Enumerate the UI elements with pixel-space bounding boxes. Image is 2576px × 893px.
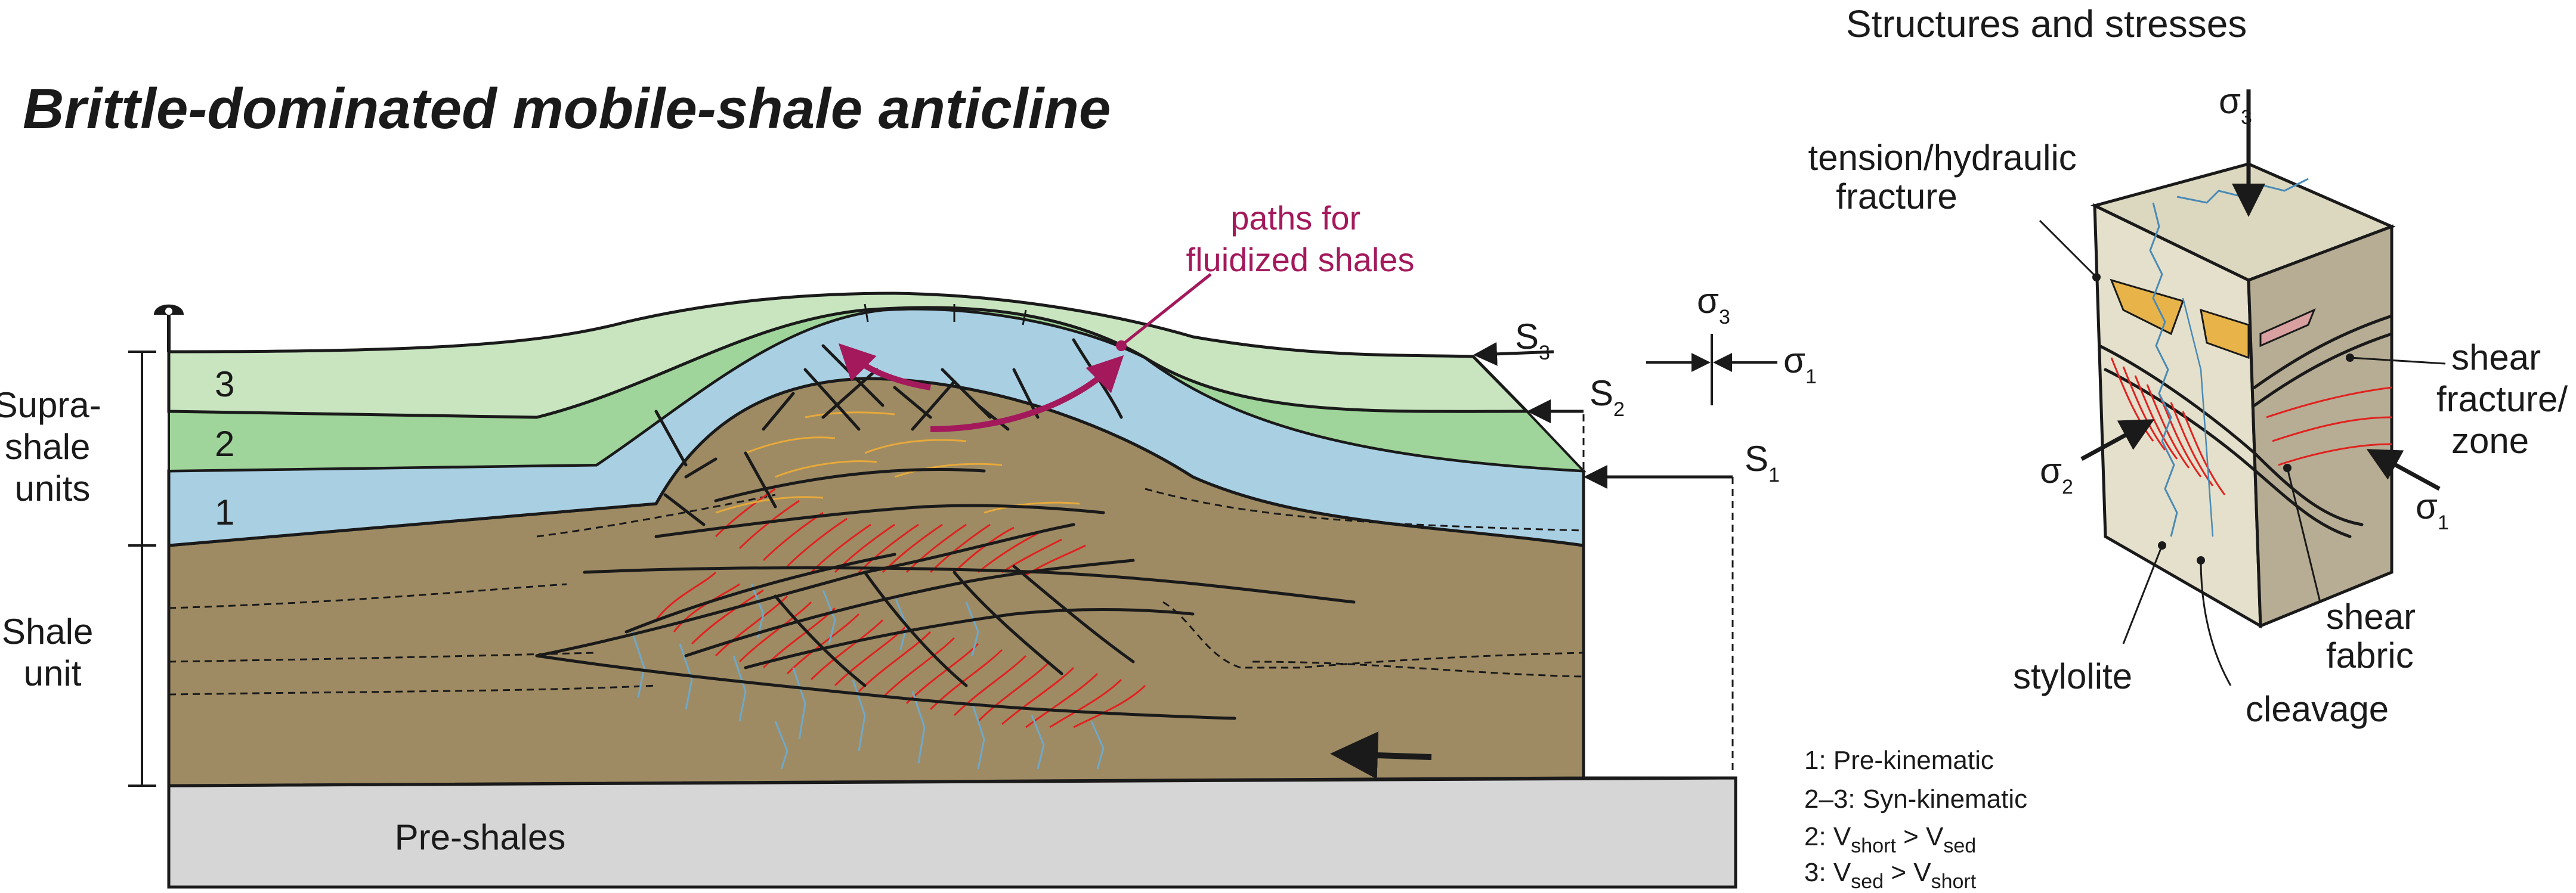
supra-shale-line-1: Supra- (0, 385, 101, 425)
shear-fabric-line-1: shear (2326, 597, 2416, 637)
shear-fracture-line-2: fracture/ (2436, 379, 2568, 419)
supra-shale-line-3: units (15, 469, 91, 508)
diagram-title: Brittle-dominated mobile-shale anticline (23, 77, 1111, 141)
shale-unit-label: Shale unit (2, 612, 103, 693)
fault-network (535, 338, 1356, 770)
slip-arrow (1330, 731, 1432, 779)
pre-shales-label: Pre-shales (395, 817, 566, 857)
surface-s3-label: S3 (1515, 317, 1550, 364)
legend: 1: Pre-kinematic 2–3: Syn-kinematic 2: V… (1804, 746, 2027, 893)
surface-s1-label: S1 (1745, 439, 1780, 486)
block-sigma1-label: σ1 (2416, 486, 2449, 534)
cross-sigma3-label: σ3 (1697, 281, 1730, 328)
red-fractures (655, 488, 1146, 728)
cross-sigma1-label: σ1 (1783, 340, 1817, 388)
shear-fracture-line-3: zone (2451, 421, 2529, 461)
fluid-paths-label: paths for fluidized shales (1186, 199, 1415, 278)
block-sigma3-label: σ3 (2219, 81, 2252, 129)
cleavage-label: cleavage (2246, 689, 2389, 729)
side-panel-title: Structures and stresses (1846, 2, 2247, 45)
surface-marker-icon (154, 304, 184, 352)
block-stylolite (2149, 202, 2178, 537)
tension-fracture-label: tension/hydraulic fracture (1808, 138, 2087, 216)
tension-fracture-line-1: tension/hydraulic (1808, 138, 2077, 178)
shale-unit-line-2: unit (24, 653, 82, 693)
layer-3 (167, 292, 1530, 419)
tension-fracture-line-2: fracture (1836, 176, 1957, 216)
fluid-paths-line-1: paths for (1230, 199, 1360, 237)
orange-fractures (715, 411, 1080, 514)
fluid-path-arrows (838, 273, 1212, 432)
stress-block (2039, 89, 2446, 686)
unit-brackets (128, 351, 156, 787)
legend-line-1: 1: Pre-kinematic (1804, 746, 1994, 775)
legend-line-2: 2–3: Syn-kinematic (1804, 785, 2027, 814)
shale-unit-line-1: Shale (2, 612, 93, 652)
stylolite-label: stylolite (2013, 656, 2132, 696)
shear-fabric-label: shear fabric (2326, 597, 2426, 675)
supra-shale-label: Supra- shale units (0, 385, 111, 508)
surface-s2-label: S2 (1589, 373, 1625, 421)
layer-3-number: 3 (215, 364, 234, 404)
shear-fracture-line-1: shear (2451, 337, 2541, 377)
block-shear-fabric (2110, 357, 2392, 495)
shear-fracture-label: shear fracture/ zone (2436, 337, 2576, 461)
cross-section (154, 273, 1737, 889)
legend-line-3: 2: Vshort > Vsed (1804, 822, 1976, 857)
shear-fabric-line-2: fabric (2326, 635, 2414, 675)
blue-fractures (631, 584, 1105, 770)
fluid-paths-line-2: fluidized shales (1186, 241, 1415, 278)
stress-cross: σ3 σ1 (1646, 281, 1817, 405)
supra-shale-line-2: shale (5, 427, 90, 467)
layer-2-number: 2 (215, 424, 234, 464)
block-sigma2-label: σ2 (2040, 451, 2073, 498)
legend-line-4: 3: Vsed > Vshort (1804, 858, 1977, 893)
layer-1-number: 1 (215, 492, 234, 532)
